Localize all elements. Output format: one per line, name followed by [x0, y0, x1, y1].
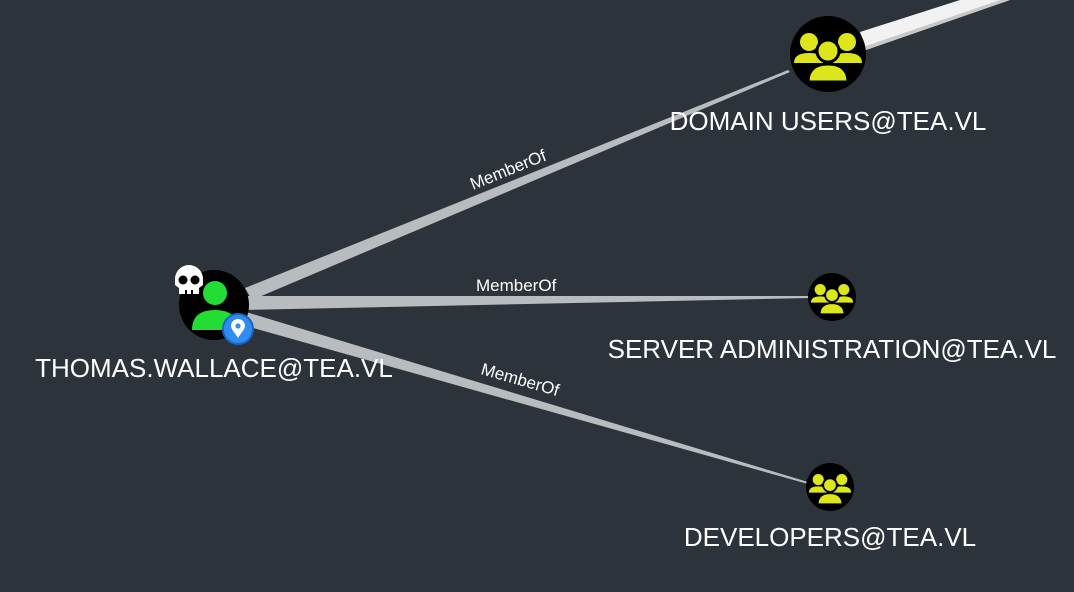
group-icon [808, 473, 852, 506]
edge-memberof-server-admin[interactable] [245, 296, 810, 310]
edge-shade [866, 0, 1010, 50]
node-developers[interactable] [806, 463, 854, 511]
edge-memberof-developers[interactable] [246, 312, 808, 484]
node-server-administration[interactable] [808, 273, 856, 321]
node-label-server-administration: SERVER ADMINISTRATION@TEA.VL [607, 334, 1057, 364]
location-pin-icon [222, 313, 254, 345]
node-domain-users[interactable] [790, 16, 866, 92]
node-label-domain-users: DOMAIN USERS@TEA.VL [669, 106, 987, 136]
node-thomas-wallace[interactable] [172, 261, 254, 345]
group-icon [810, 283, 854, 316]
edge-label-server-admin: MemberOf [476, 276, 557, 295]
edge-memberof-domain-users[interactable] [245, 70, 790, 300]
skull-icon [175, 265, 203, 295]
group-icon [794, 33, 862, 84]
node-label-thomas-wallace: THOMAS.WALLACE@TEA.VL [35, 353, 393, 383]
node-label-developers: DEVELOPERS@TEA.VL [683, 522, 977, 552]
